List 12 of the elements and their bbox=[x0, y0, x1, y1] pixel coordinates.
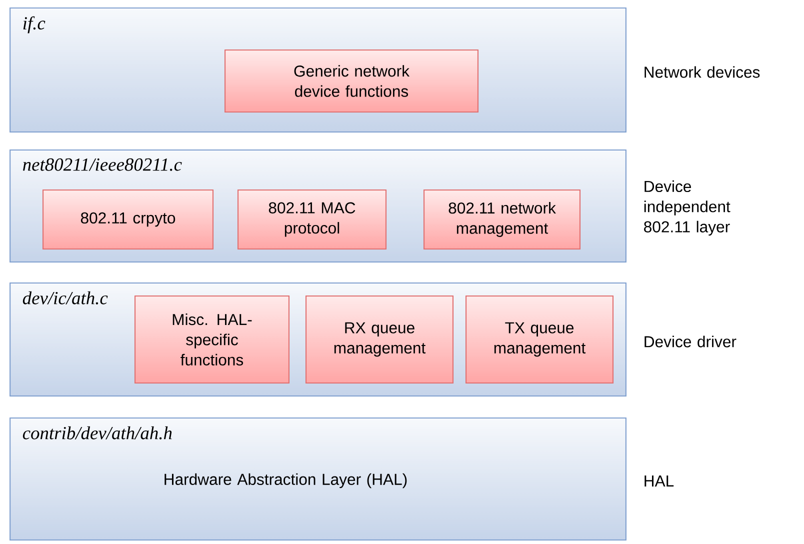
component-box: 802.11 crpyto bbox=[42, 189, 214, 250]
side-label: HAL bbox=[644, 476, 674, 486]
component-box: Generic network device functions bbox=[224, 49, 479, 113]
component-box: 802.11 MAC protocol bbox=[237, 189, 387, 250]
side-label: Network devices bbox=[644, 66, 760, 78]
component-box: TX queue management bbox=[466, 295, 614, 384]
side-label: Device independent 802.11 layer bbox=[644, 180, 730, 236]
component-box: Misc. HAL-specific functions bbox=[134, 295, 290, 384]
side-label: Device driver bbox=[644, 336, 736, 348]
layer-box: contrib/dev/ath/ah.h Hardware Abstraction Layer (HAL) bbox=[10, 417, 626, 541]
component-box: 802.11 network management bbox=[424, 189, 581, 250]
component-box: RX queue management bbox=[305, 295, 454, 384]
